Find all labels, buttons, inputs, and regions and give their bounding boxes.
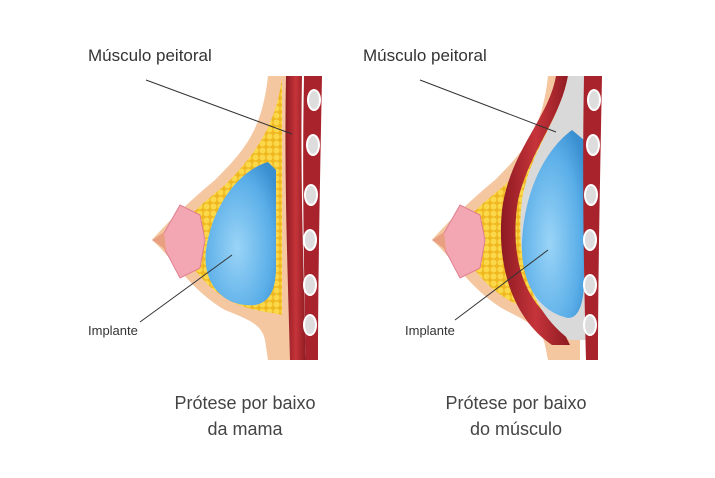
nipple xyxy=(432,232,446,250)
implant-label-right: Implante xyxy=(405,323,455,338)
ribs xyxy=(583,89,601,336)
muscle-label-left: Músculo peitoral xyxy=(88,46,212,65)
implant xyxy=(205,162,276,306)
mammary-gland xyxy=(439,204,486,279)
caption-right-line1: Prótese por baixo xyxy=(445,393,587,413)
caption-left: Prótese por baixo da mama xyxy=(125,390,365,442)
implant xyxy=(521,130,584,318)
caption-left-line2: da mama xyxy=(207,419,283,439)
nipple xyxy=(152,232,166,250)
pectoral-muscle xyxy=(500,76,570,345)
caption-right-line2: do músculo xyxy=(469,419,563,439)
implant-leader-line xyxy=(454,249,549,321)
caption-left-line1: Prótese por baixo xyxy=(174,393,316,413)
pectoral-muscle xyxy=(285,76,306,360)
ribs xyxy=(303,89,321,336)
caption-right: Prótese por baixo do músculo xyxy=(396,390,636,442)
figure-subglandular xyxy=(139,76,322,360)
muscle-label-right: Músculo peitoral xyxy=(363,46,487,65)
mammary-gland xyxy=(159,204,206,279)
implant-label-left: Implante xyxy=(88,323,138,338)
muscle-leader-line xyxy=(145,79,293,135)
muscle-leader-line xyxy=(419,79,557,133)
implant-leader-line xyxy=(139,254,233,323)
figure-submuscular xyxy=(419,76,602,360)
